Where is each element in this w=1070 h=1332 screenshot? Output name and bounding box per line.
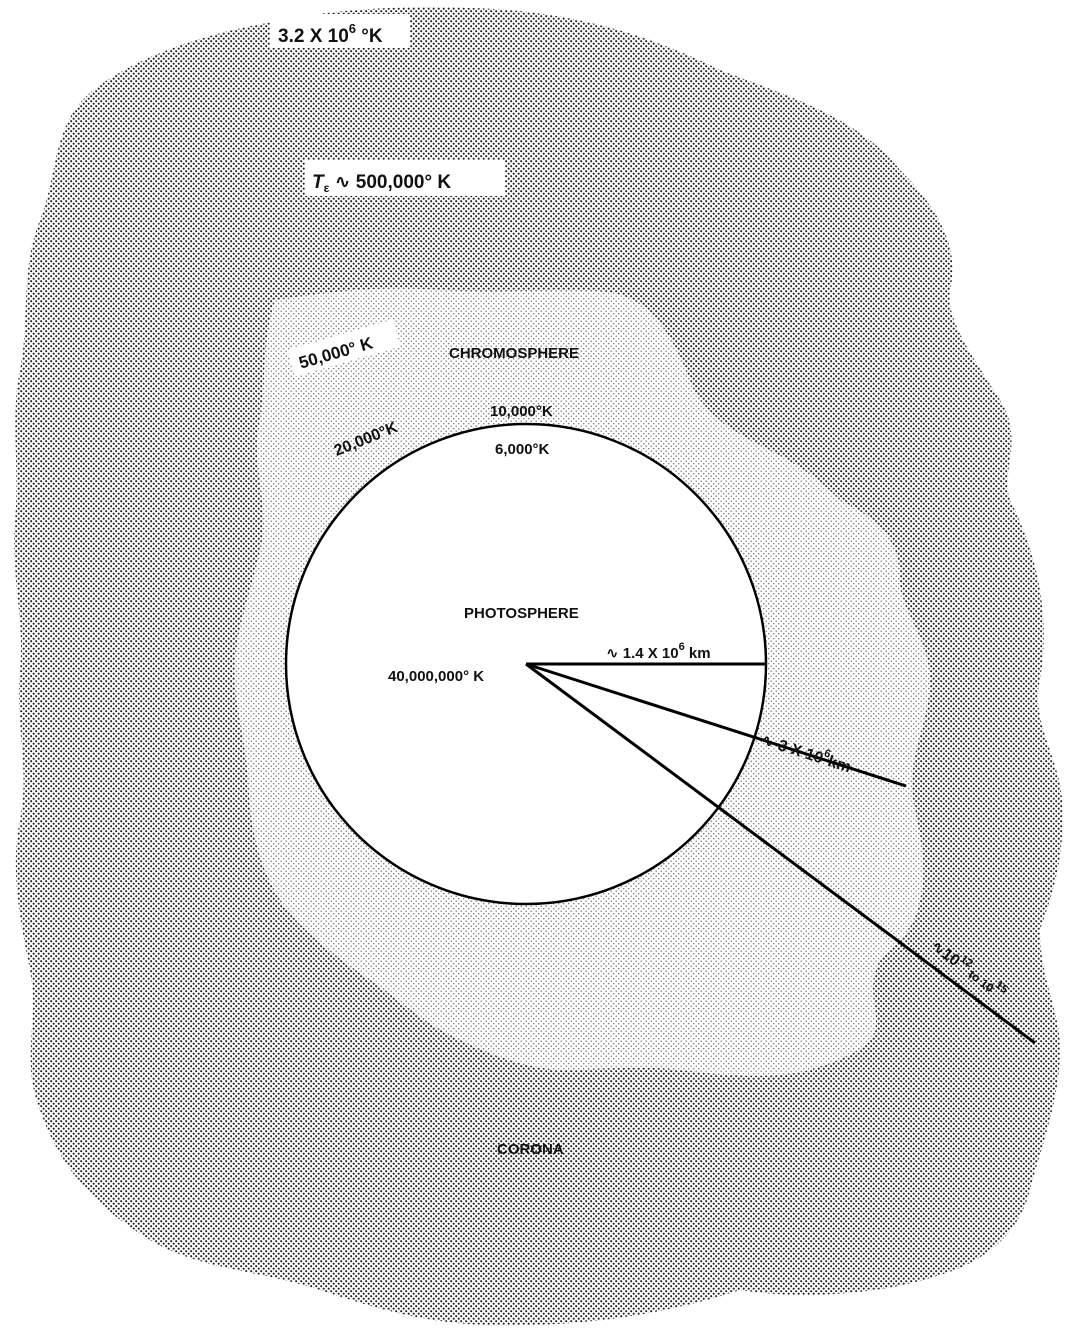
photosphere-6000k-label: 6,000°K	[495, 441, 550, 458]
photosphere-label: PHOTOSPHERE	[464, 605, 579, 622]
corona-radius-line	[525, 662, 1036, 1045]
chromosphere-10000k-label: 10,000°K	[490, 403, 553, 420]
chromosphere-label: CHROMOSPHERE	[449, 345, 579, 362]
corona-label: CORONA	[497, 1141, 564, 1158]
chromosphere-radius-line	[525, 662, 907, 788]
electron-temperature-label: Tε ∿ 500,000° K	[312, 172, 451, 195]
outer-corona-temperature-label: 3.2 X 106 °K	[278, 21, 383, 47]
photosphere-radius-label: ∿ 1.4 X 106 km	[606, 641, 711, 662]
core-temperature-label: 40,000,000° K	[388, 668, 484, 685]
